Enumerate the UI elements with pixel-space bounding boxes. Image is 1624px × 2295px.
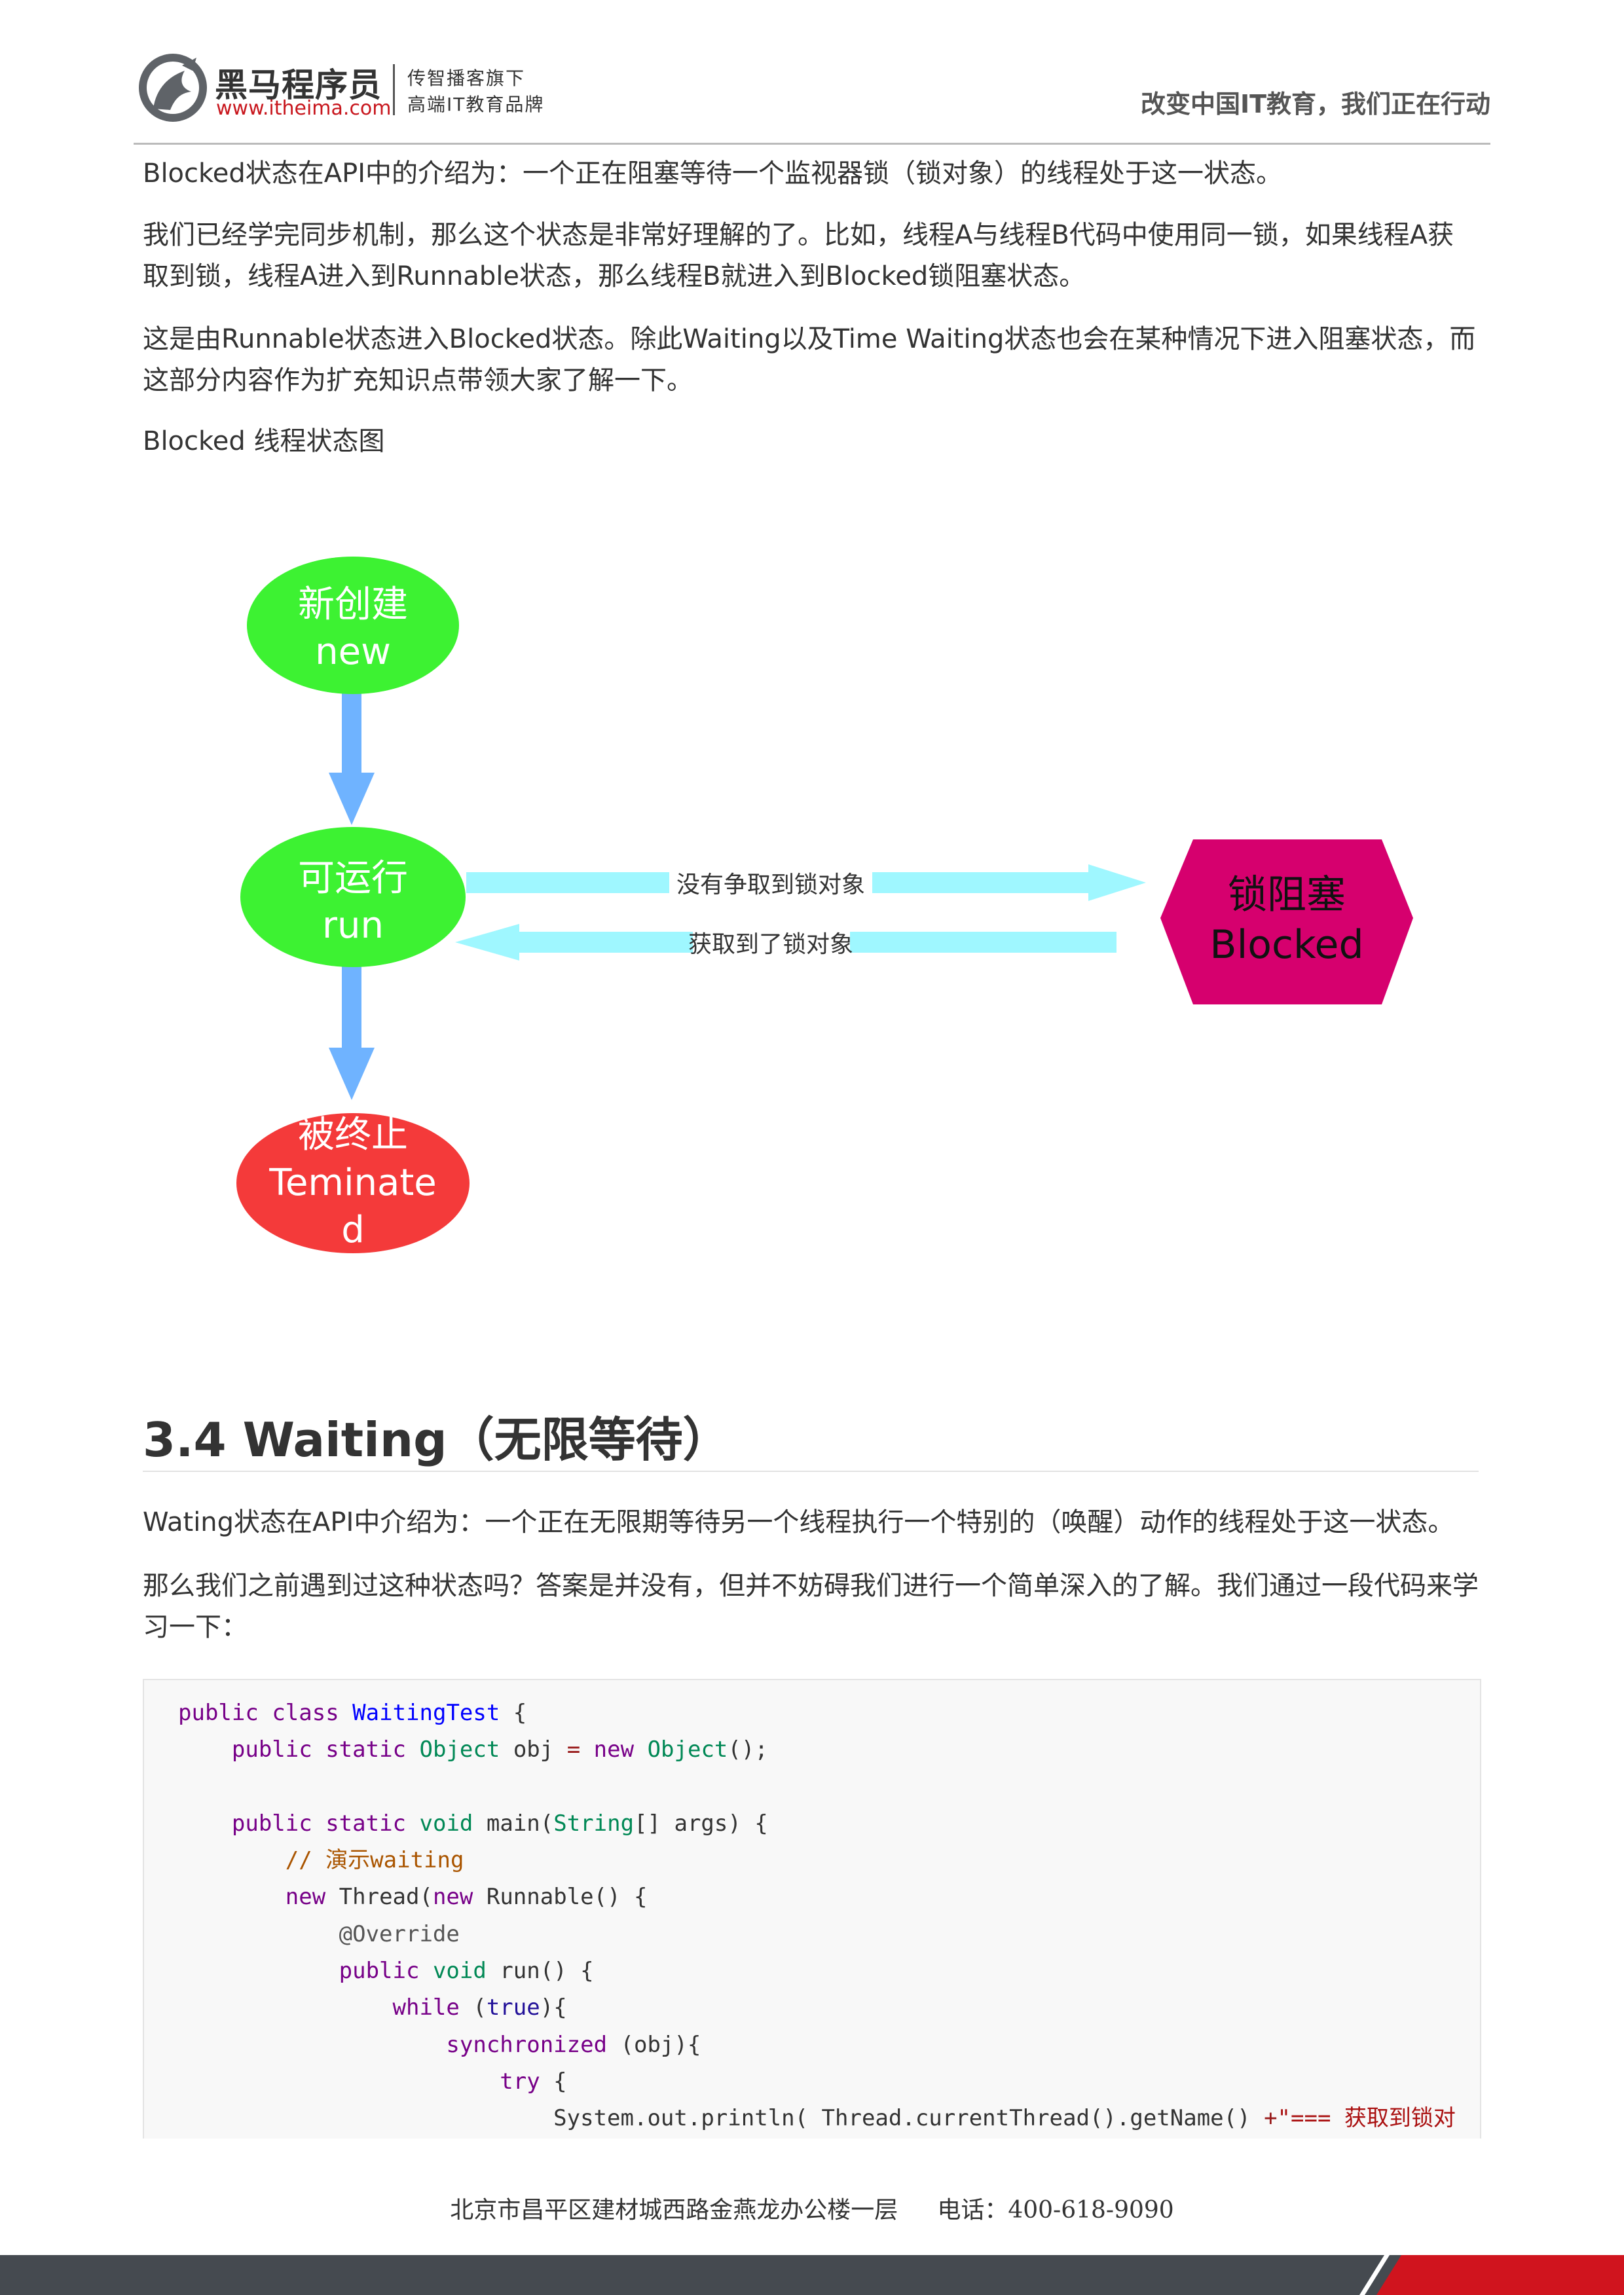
state-terminated: 被终止 Teminate d [236, 1113, 470, 1253]
footer-address: 北京市昌平区建材城西路金燕龙办公楼一层 [450, 2197, 898, 2224]
footer-contact: 北京市昌平区建材城西路金燕龙办公楼一层 电话：400-618-9090 [0, 2191, 1624, 2225]
paragraph-waiting-demo: 那么我们之前遇到过这种状态吗？答案是并没有，但并不妨碍我们进行一个简单深入的了解… [143, 1571, 1479, 1642]
diagram-caption: Blocked 线程状态图 [143, 426, 385, 456]
code-block: public class WaitingTest { public static… [143, 1679, 1481, 2139]
section-heading: 3.4 Waiting（无限等待） [143, 1412, 730, 1467]
label-no-lock: 没有争取到锁对象 [676, 872, 865, 898]
state-terminated-label-en-2: d [341, 1209, 365, 1251]
itheima-logo [139, 54, 207, 122]
footer-phone: 电话：400-618-9090 [937, 2197, 1174, 2224]
brand-tagline-1: 传智播客旗下 [407, 67, 526, 89]
state-new: 新创建 new [247, 557, 459, 694]
label-got-lock: 获取到了锁对象 [688, 931, 853, 958]
section-heading-rule [143, 1471, 1479, 1472]
state-new-label-cn: 新创建 [298, 583, 408, 626]
state-run-label-en: run [322, 904, 384, 947]
code-class-name: WaitingTest [352, 1700, 500, 1726]
footer-red-stripe [1359, 2255, 1624, 2295]
paragraph-sync-example: 我们已经学完同步机制，那么这个状态是非常好理解的了。比如，线程A与线程B代码中使… [143, 220, 1454, 291]
state-blocked-label-cn: 锁阻塞 [1228, 872, 1346, 918]
code-comment: // 演示waiting [285, 1847, 464, 1874]
paragraph-waiting-note: 这是由Runnable状态进入Blocked状态。除此Waiting以及Time… [143, 324, 1476, 395]
arrow-run-to-terminated [329, 966, 375, 1100]
blocked-state-diagram: 没有争取到锁对象 获取到了锁对象 新创建 new 可运行 run 被终止 Tem… [236, 557, 1413, 1253]
state-run-label-cn: 可运行 [298, 857, 408, 900]
code-annotation: @Override [339, 1920, 460, 1947]
state-run: 可运行 run [240, 827, 466, 967]
state-new-label-en: new [315, 631, 391, 673]
header-slogan: 改变中国IT教育，我们正在行动 [1140, 90, 1490, 119]
code-listing: public class WaitingTest { public static… [178, 1700, 1456, 2132]
footer-bar [0, 2255, 1624, 2295]
paragraph-blocked-intro: Blocked状态在API中的介绍为：一个正在阻塞等待一个监视器锁（锁对象）的线… [143, 158, 1283, 189]
state-terminated-label-cn: 被终止 [298, 1114, 408, 1156]
code-string: "=== 获取到锁对 [1277, 2105, 1456, 2132]
brand-url[interactable]: www.itheima.com [216, 97, 392, 120]
state-blocked-label-en: Blocked [1209, 922, 1363, 968]
arrow-new-to-run [329, 691, 375, 825]
brand-name: 黑马程序员 [215, 66, 382, 104]
brand-tagline-2: 高端IT教育品牌 [407, 94, 545, 115]
state-blocked: 锁阻塞 Blocked [1160, 839, 1413, 1004]
brand-separator [393, 64, 395, 115]
header-divider [134, 143, 1490, 145]
paragraph-waiting-intro: Wating状态在API中介绍为：一个正在无限期等待另一个线程执行一个特别的（唤… [143, 1507, 1454, 1537]
state-terminated-label-en: Teminate [268, 1162, 436, 1204]
